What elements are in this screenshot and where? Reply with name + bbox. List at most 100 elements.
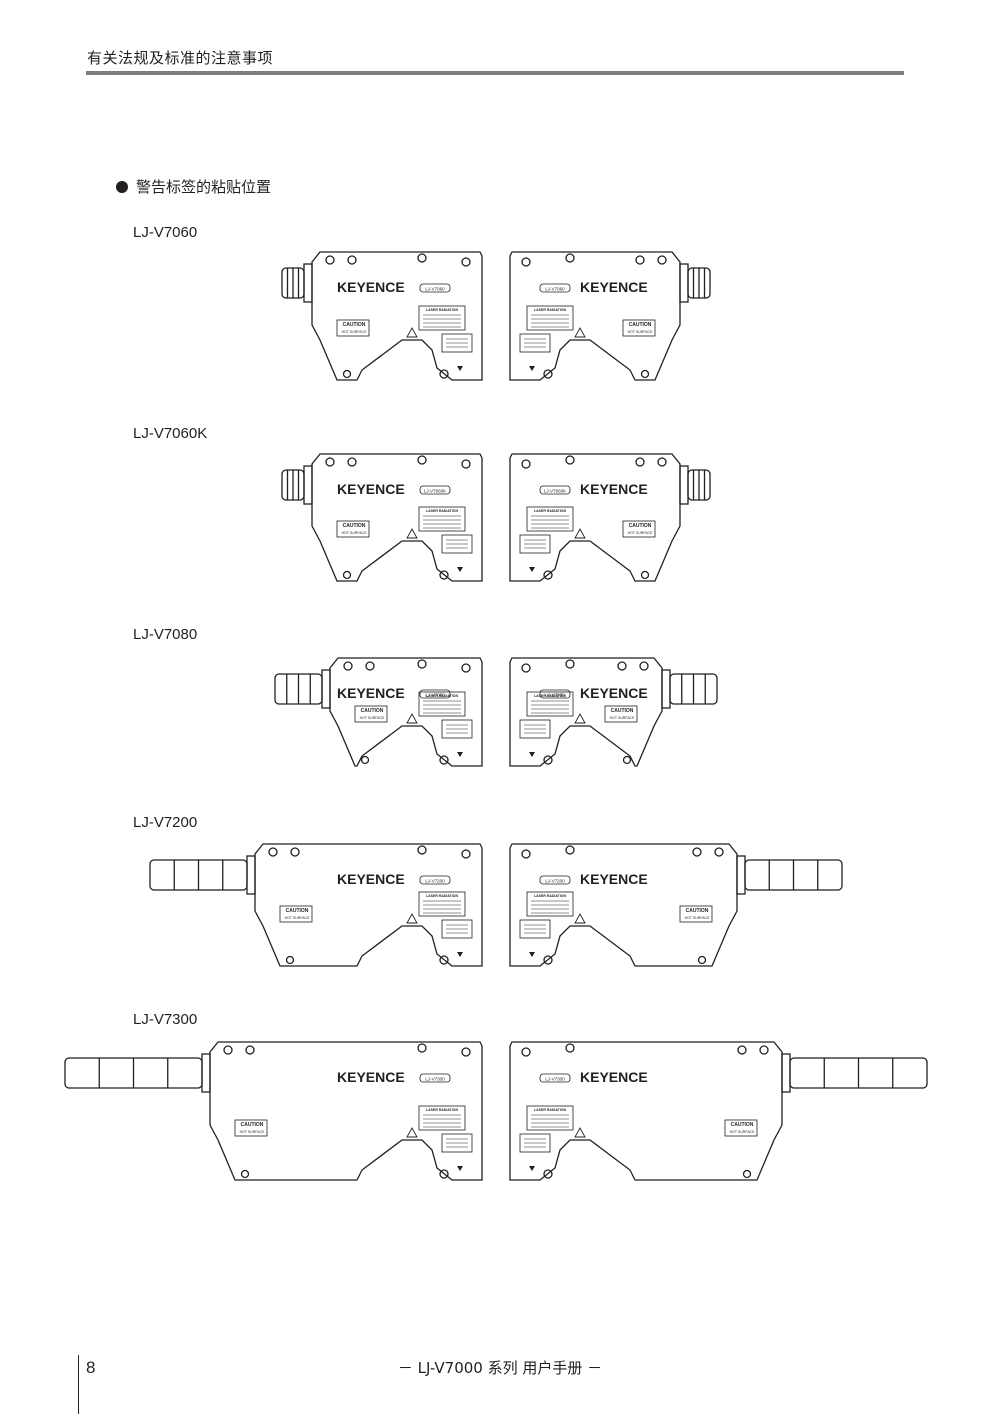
screw-hole — [697, 955, 707, 965]
laser-radiation-label — [418, 506, 466, 532]
screw-hole — [640, 570, 650, 580]
model-badge-text: LJ-V7060K — [544, 489, 566, 494]
screw-hole — [461, 1047, 471, 1057]
connector-collar — [303, 263, 313, 303]
screw-hole — [565, 659, 575, 669]
model-badge — [539, 875, 571, 885]
sensor-housing-outline — [509, 843, 738, 967]
laser-radiation-label — [418, 691, 466, 717]
screw-hole — [268, 847, 278, 857]
footer-manual-title: － LJ-V7000 系列 用户手册 － — [397, 1359, 603, 1377]
screw-hole — [417, 845, 427, 855]
laser-warning-icon — [406, 713, 418, 724]
screw-hole — [692, 847, 702, 857]
screw-hole — [565, 253, 575, 263]
hot-surface-text: HOT SURFACE — [628, 531, 653, 535]
caution-label-text: CAUTION — [686, 908, 709, 914]
screw-hole — [565, 1043, 575, 1053]
aperture-label — [441, 333, 473, 353]
keyence-logo: KEYENCE — [337, 481, 405, 497]
caution-label — [622, 319, 656, 337]
screw-hole — [417, 1043, 427, 1053]
caution-label — [354, 705, 388, 723]
keyence-logo: KEYENCE — [580, 1069, 648, 1085]
connector-collar — [736, 855, 746, 895]
screw-hole — [461, 257, 471, 267]
model-badge — [419, 283, 451, 293]
caution-label — [279, 905, 313, 923]
caution-label-text: CAUTION — [361, 708, 384, 714]
screw-hole — [360, 755, 370, 765]
screw-hole — [223, 1045, 233, 1055]
screw-hole — [417, 253, 427, 263]
sensor-housing-outline — [311, 453, 483, 582]
screw-hole — [543, 369, 553, 379]
aperture-label — [519, 333, 551, 353]
screw-hole — [240, 1169, 250, 1179]
emitter-arrow-icon — [457, 752, 463, 757]
screw-hole — [347, 457, 357, 467]
aperture-label — [519, 919, 551, 939]
footer-margin-line — [78, 1355, 79, 1414]
model-badge — [419, 1073, 451, 1083]
model-badge — [539, 485, 571, 495]
screw-hole — [439, 755, 449, 765]
screw-hole — [290, 847, 300, 857]
screw-hole — [521, 849, 531, 859]
hot-surface-text: HOT SURFACE — [628, 330, 653, 334]
caution-label-text: CAUTION — [343, 523, 366, 529]
screw-hole — [565, 455, 575, 465]
page-header-title: 有关法规及标准的注意事项 — [87, 49, 274, 67]
connector-collar — [303, 465, 313, 505]
screw-hole — [245, 1045, 255, 1055]
model-badge — [419, 689, 451, 699]
caution-label — [724, 1119, 758, 1137]
screw-hole — [640, 369, 650, 379]
aperture-label — [519, 534, 551, 554]
model-badge — [419, 875, 451, 885]
model-badge-text: LJ-V7300 — [425, 1077, 445, 1082]
model-badge-text: LJ-V7080 — [425, 693, 445, 698]
laser-radiation-label — [526, 305, 574, 331]
screw-hole — [759, 1045, 769, 1055]
screw-hole — [543, 570, 553, 580]
aperture-label — [441, 719, 473, 739]
emitter-arrow-icon — [529, 366, 535, 371]
screw-hole — [521, 459, 531, 469]
caution-label — [604, 705, 638, 723]
aperture-label — [441, 919, 473, 939]
screw-hole — [285, 955, 295, 965]
caution-label-text: CAUTION — [343, 322, 366, 328]
keyence-logo: KEYENCE — [337, 279, 405, 295]
sensor-housing-outline — [509, 1041, 783, 1181]
emitter-arrow-icon — [457, 1166, 463, 1171]
model-badge-text: LJ-V7060K — [424, 489, 446, 494]
screw-hole — [417, 659, 427, 669]
screw-hole — [439, 955, 449, 965]
sensor-housing-outline — [509, 657, 663, 767]
hot-surface-text: HOT SURFACE — [360, 716, 385, 720]
model-badge-text: LJ-V7060 — [425, 287, 445, 292]
model-label-lj-v7300: LJ-V7300 — [133, 1011, 198, 1028]
laser-warning-icon — [574, 913, 586, 924]
hot-surface-text: HOT SURFACE — [285, 916, 310, 920]
laser-radiation-text: LASER RADIATION — [426, 1108, 458, 1112]
keyence-logo: KEYENCE — [337, 1069, 405, 1085]
laser-radiation-text: LASER RADIATION — [534, 894, 566, 898]
sensor-housing-outline — [329, 657, 483, 767]
screw-hole — [521, 1047, 531, 1057]
screw-hole — [343, 661, 353, 671]
connector-collar — [661, 669, 671, 709]
screw-hole — [635, 457, 645, 467]
screw-hole — [639, 661, 649, 671]
keyence-logo: KEYENCE — [337, 685, 405, 701]
sensor-housing-outline — [509, 251, 681, 381]
screw-hole — [325, 457, 335, 467]
hot-surface-text: HOT SURFACE — [610, 716, 635, 720]
laser-radiation-label — [418, 305, 466, 331]
laser-warning-icon — [574, 713, 586, 724]
screw-hole — [657, 457, 667, 467]
